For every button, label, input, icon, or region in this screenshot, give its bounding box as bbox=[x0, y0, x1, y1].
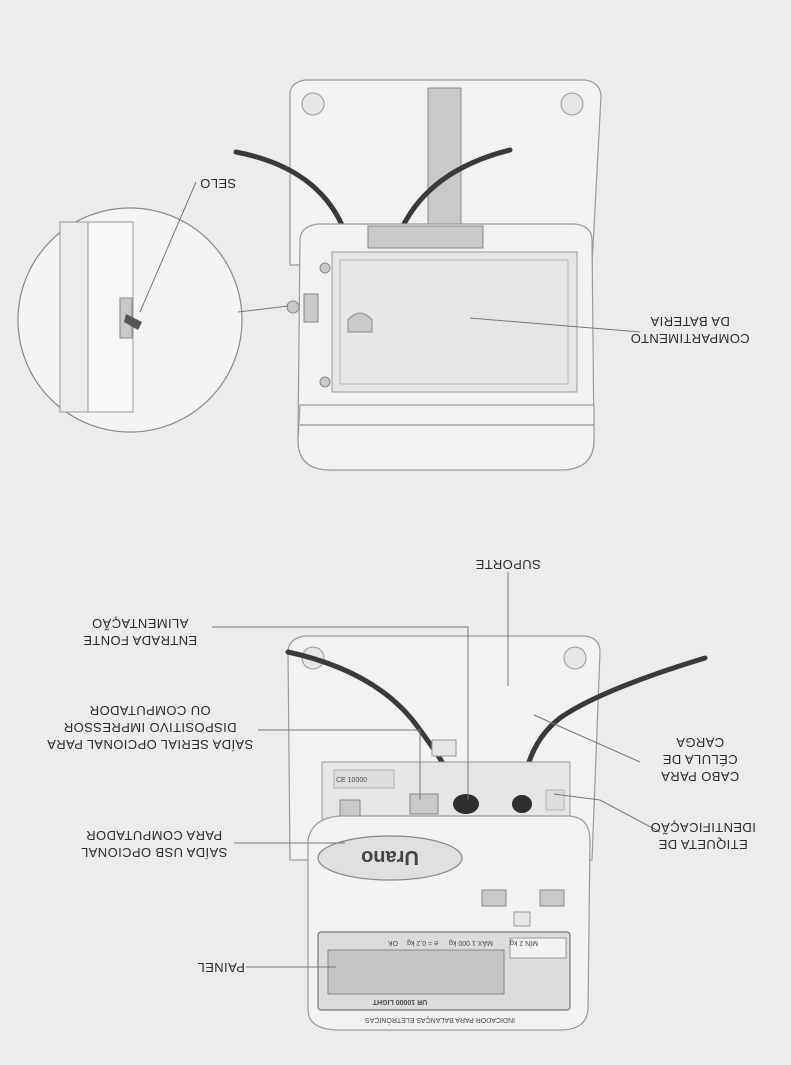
label-selo: SELO bbox=[139, 176, 236, 313]
svg-text:MÍN 2 kg: MÍN 2 kg bbox=[510, 939, 538, 948]
svg-text:DISPOSITIVO IMPRESSOR: DISPOSITIVO IMPRESSOR bbox=[63, 720, 236, 735]
svg-text:INDICADOR PARA BALANÇAS ELETRÔ: INDICADOR PARA BALANÇAS ELETRÔNICAS bbox=[365, 1016, 515, 1025]
svg-text:UR 10000 LIGHT: UR 10000 LIGHT bbox=[372, 998, 427, 1005]
key-button-2 bbox=[539, 889, 565, 907]
top-view-device bbox=[233, 79, 602, 471]
svg-text:PAINEL: PAINEL bbox=[197, 960, 245, 975]
svg-text:CARGA: CARGA bbox=[676, 735, 724, 750]
svg-text:SELO: SELO bbox=[200, 176, 236, 191]
svg-text:SAÍDA USB OPCIONAL: SAÍDA USB OPCIONAL bbox=[81, 845, 228, 860]
svg-text:SUPORTE: SUPORTE bbox=[475, 557, 540, 572]
svg-text:IDENTIFICAÇÃO: IDENTIFICAÇÃO bbox=[650, 820, 756, 835]
brand-logo-oval bbox=[317, 835, 463, 881]
label-etiqueta: ETIQUETA DE IDENTIFICAÇÃO bbox=[553, 793, 756, 852]
svg-text:ETIQUETA DE: ETIQUETA DE bbox=[658, 837, 747, 852]
svg-text:PARA COMPUTADOR: PARA COMPUTADOR bbox=[86, 828, 222, 843]
brand-logo: Urano bbox=[361, 846, 419, 868]
battery-compartment bbox=[331, 251, 578, 393]
svg-text:CE 10000: CE 10000 bbox=[336, 777, 367, 784]
svg-text:CÉLULA DE: CÉLULA DE bbox=[662, 752, 737, 767]
front-view-device: CE 10000 Urano MÍN 2 kg MÁX 1 000 kg e =… bbox=[285, 635, 708, 1031]
svg-text:ALIMENTAÇÃO: ALIMENTAÇÃO bbox=[92, 616, 189, 631]
label-painel: PAINEL bbox=[197, 960, 336, 975]
seal-detail-magnifier bbox=[17, 207, 289, 433]
svg-text:Urano: Urano bbox=[361, 846, 419, 868]
svg-text:OU COMPUTADOR: OU COMPUTADOR bbox=[89, 703, 210, 718]
label-compartimento-bateria: COMPARTIMENTO DA BATERIA bbox=[469, 314, 750, 346]
svg-text:ENTRADA FONTE: ENTRADA FONTE bbox=[83, 633, 197, 648]
svg-text:SAÍDA SERIAL OPCIONAL PARA: SAÍDA SERIAL OPCIONAL PARA bbox=[47, 737, 253, 752]
svg-text:e = 0,2 kg: e = 0,2 kg bbox=[407, 939, 438, 946]
label-cabo-celula: CABO PARA CÉLULA DE CARGA bbox=[533, 714, 740, 784]
svg-text:CABO PARA: CABO PARA bbox=[661, 769, 740, 784]
label-saida-usb: SAÍDA USB OPCIONAL PARA COMPUTADOR bbox=[81, 828, 345, 860]
svg-text:COMPARTIMENTO: COMPARTIMENTO bbox=[630, 331, 749, 346]
svg-text:DA BATERIA: DA BATERIA bbox=[650, 314, 730, 329]
key-button-3 bbox=[513, 911, 531, 927]
display-window bbox=[327, 949, 505, 995]
label-entrada-fonte: ENTRADA FONTE ALIMENTAÇÃO bbox=[83, 616, 469, 800]
svg-text:OK: OK bbox=[388, 939, 398, 946]
label-suporte: SUPORTE bbox=[475, 557, 541, 686]
svg-text:MÁX 1 000 kg: MÁX 1 000 kg bbox=[449, 939, 493, 948]
key-button-1 bbox=[481, 889, 507, 907]
label-saida-serial: SAÍDA SERIAL OPCIONAL PARA DISPOSITIVO I… bbox=[47, 703, 421, 800]
